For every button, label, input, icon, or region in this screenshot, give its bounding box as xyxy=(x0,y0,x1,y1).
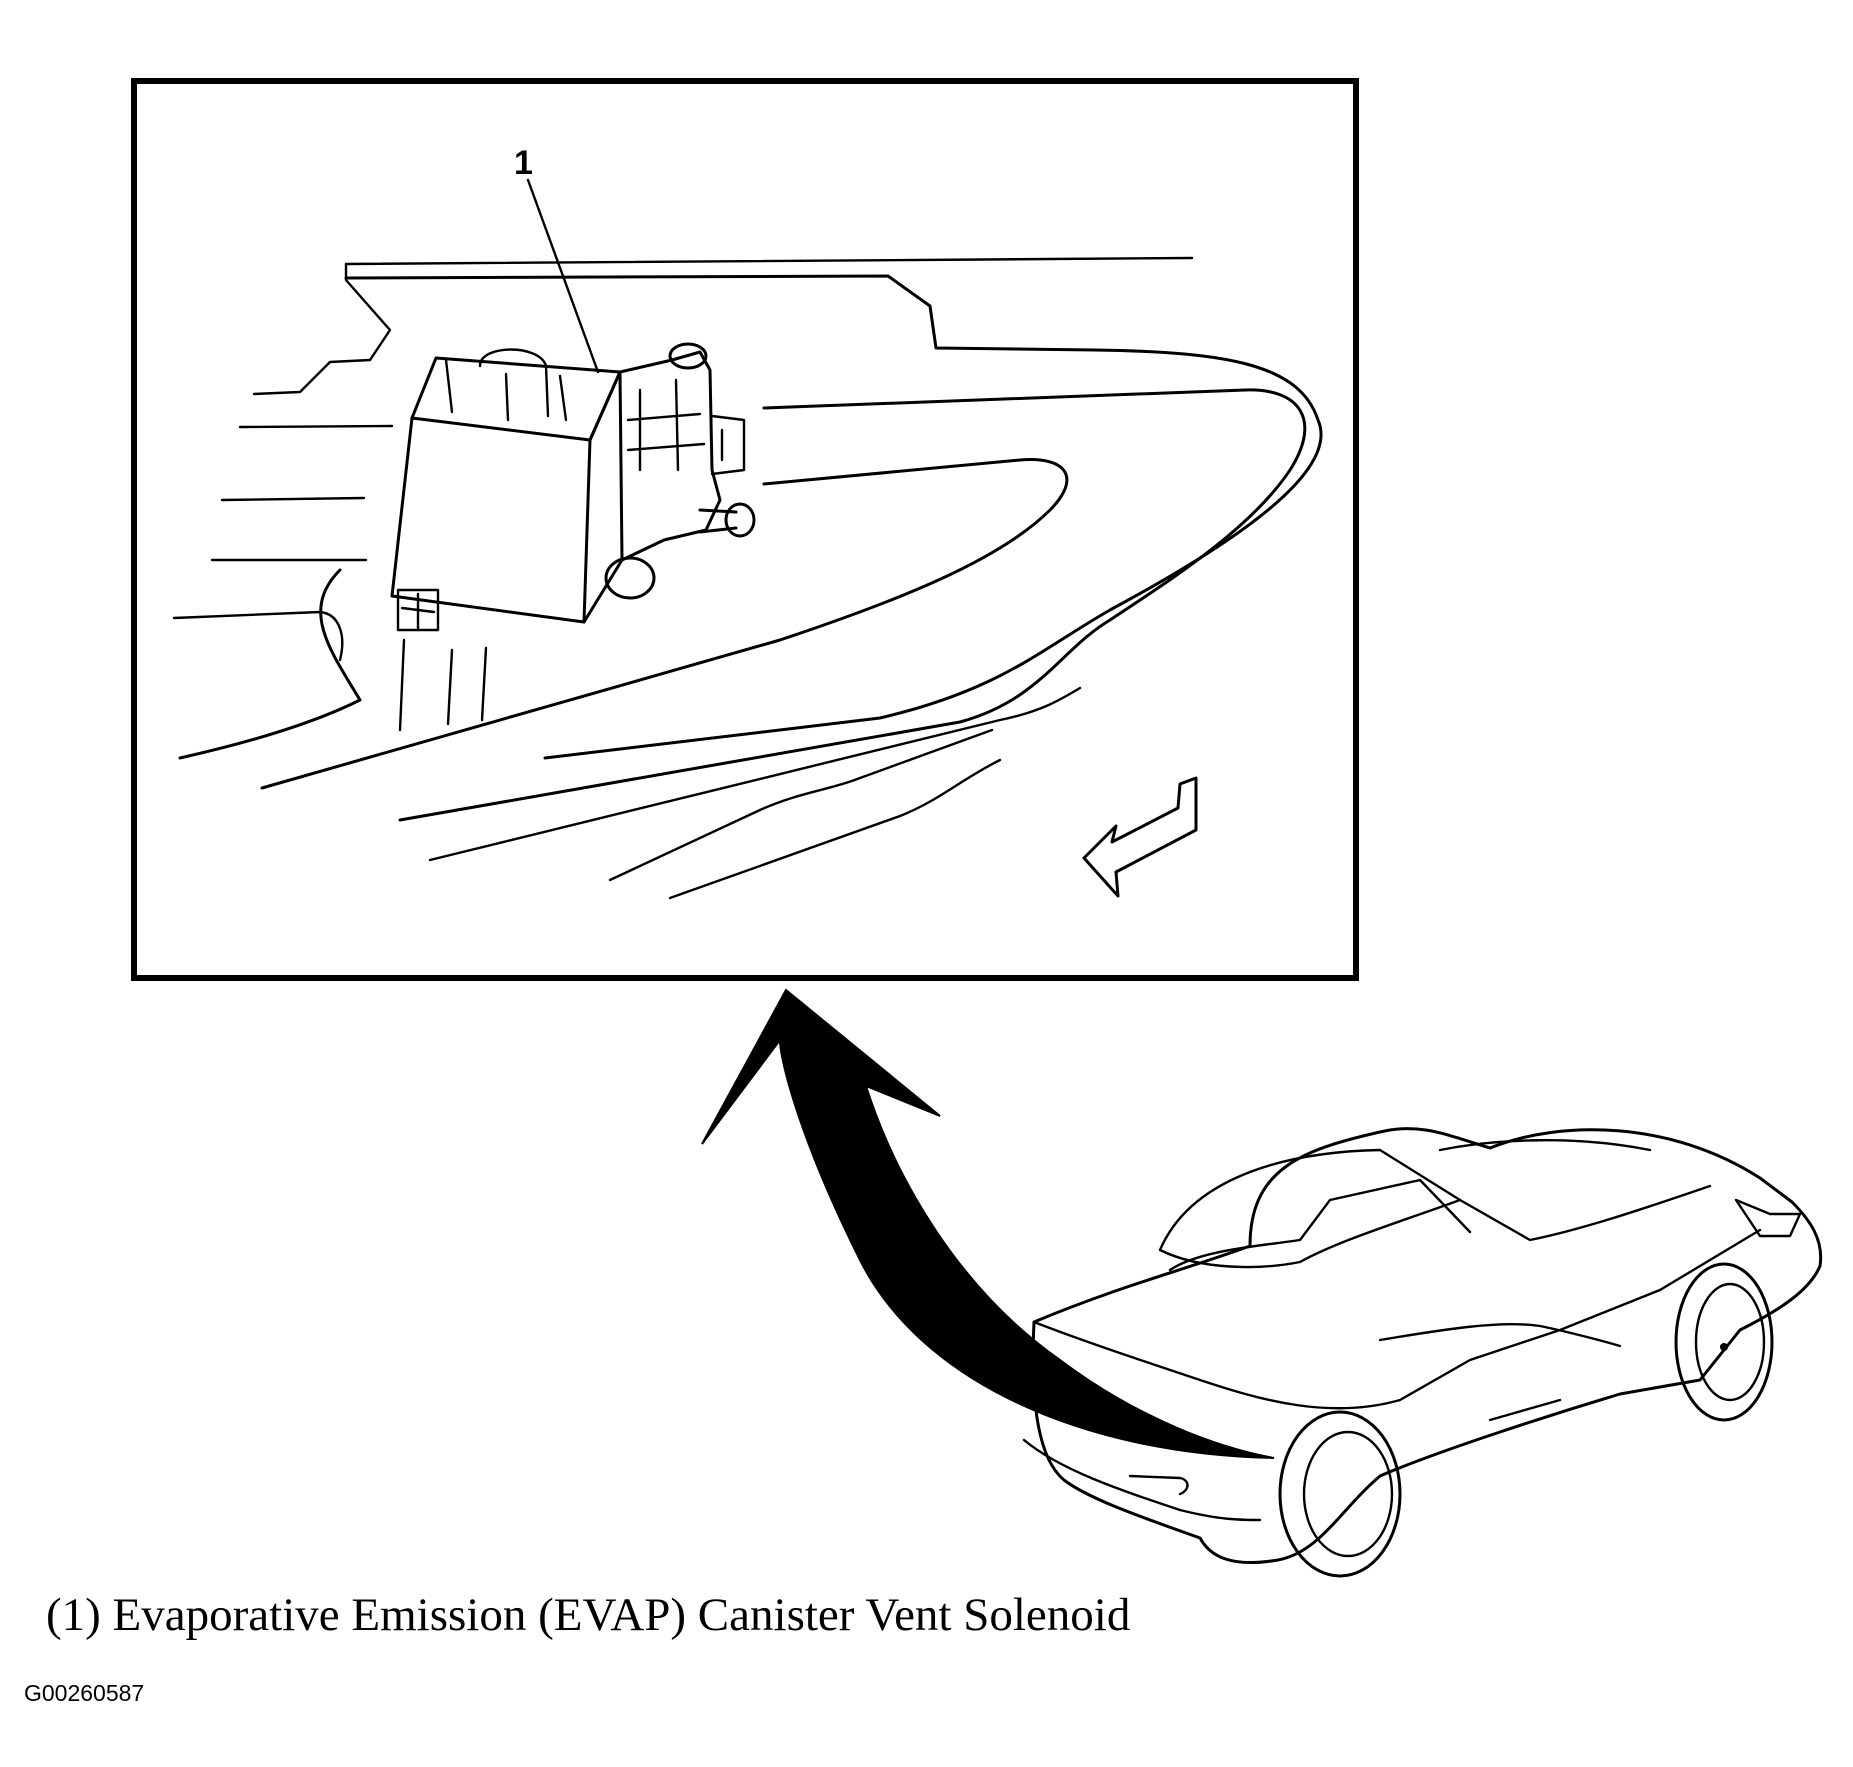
vehicle-hood xyxy=(1438,1139,1712,1242)
solenoid-connector xyxy=(396,588,440,632)
solenoid-outlet-nozzle xyxy=(698,508,738,534)
vehicle-roof-glass xyxy=(1158,1148,1462,1269)
vehicle-rear-bumper xyxy=(1022,1438,1262,1522)
solenoid-housing-top xyxy=(410,356,622,442)
vehicle-rear-wheel xyxy=(1278,1410,1402,1578)
solenoid-side-bracket xyxy=(710,414,746,476)
lower-ridge-1 xyxy=(428,686,1082,862)
diagram-caption: (1) Evaporative Emission (EVAP) Canister… xyxy=(46,1589,1131,1641)
vehicle-headlight xyxy=(1734,1198,1802,1238)
body-sweep-curve-1 xyxy=(398,388,1307,822)
left-trim-line-4 xyxy=(172,610,344,662)
solenoid-housing-front xyxy=(390,416,592,624)
location-pointer-arrow xyxy=(701,988,1275,1459)
body-sweep-curve-3 xyxy=(178,568,362,760)
detail-inset-frame xyxy=(131,78,1359,981)
left-trim-line-1 xyxy=(238,424,394,429)
lower-ridge-2 xyxy=(608,728,994,882)
solenoid-outlet-nozzle-tip xyxy=(724,502,756,538)
upper-panel-edge xyxy=(344,274,1323,760)
callout-number-1: 1 xyxy=(514,144,533,182)
detail-view xyxy=(172,178,1323,900)
lower-ridge-3 xyxy=(668,758,1002,900)
solenoid-housing-side xyxy=(582,370,624,624)
vehicle-body-outline xyxy=(1031,1127,1823,1565)
direction-arrow-icon xyxy=(1082,776,1198,898)
upper-panel-edge-2 xyxy=(252,262,392,396)
left-trim-line-2 xyxy=(220,496,366,502)
vehicle-side-crease xyxy=(1378,1323,1622,1422)
vehicle-wheel-hub xyxy=(1720,1343,1728,1351)
callout-1-leader xyxy=(526,178,600,374)
figure-id: G00260587 xyxy=(24,1680,145,1706)
upper-panel-edge-top xyxy=(344,256,1194,266)
vehicle-illustration xyxy=(1022,1127,1823,1578)
solenoid-valve-ribs xyxy=(626,378,706,472)
body-sweep-curve-2 xyxy=(260,458,1069,790)
vehicle-front-wheel xyxy=(1674,1262,1774,1422)
solenoid-bracket xyxy=(444,348,568,422)
solenoid-valve-body xyxy=(618,350,722,562)
vehicle-rear-deck xyxy=(1032,1228,1762,1410)
solenoid-connector-detail xyxy=(400,592,436,630)
solenoid-lower-fitting xyxy=(604,556,656,600)
solenoid-valve-cap xyxy=(668,342,708,370)
vehicle-windshield xyxy=(1168,1178,1472,1272)
left-bracket-lines xyxy=(398,638,488,732)
vehicle-rear-wheel-rim xyxy=(1302,1430,1394,1558)
vehicle-front-wheel-rim xyxy=(1694,1282,1766,1402)
evap-vent-solenoid xyxy=(390,342,756,632)
